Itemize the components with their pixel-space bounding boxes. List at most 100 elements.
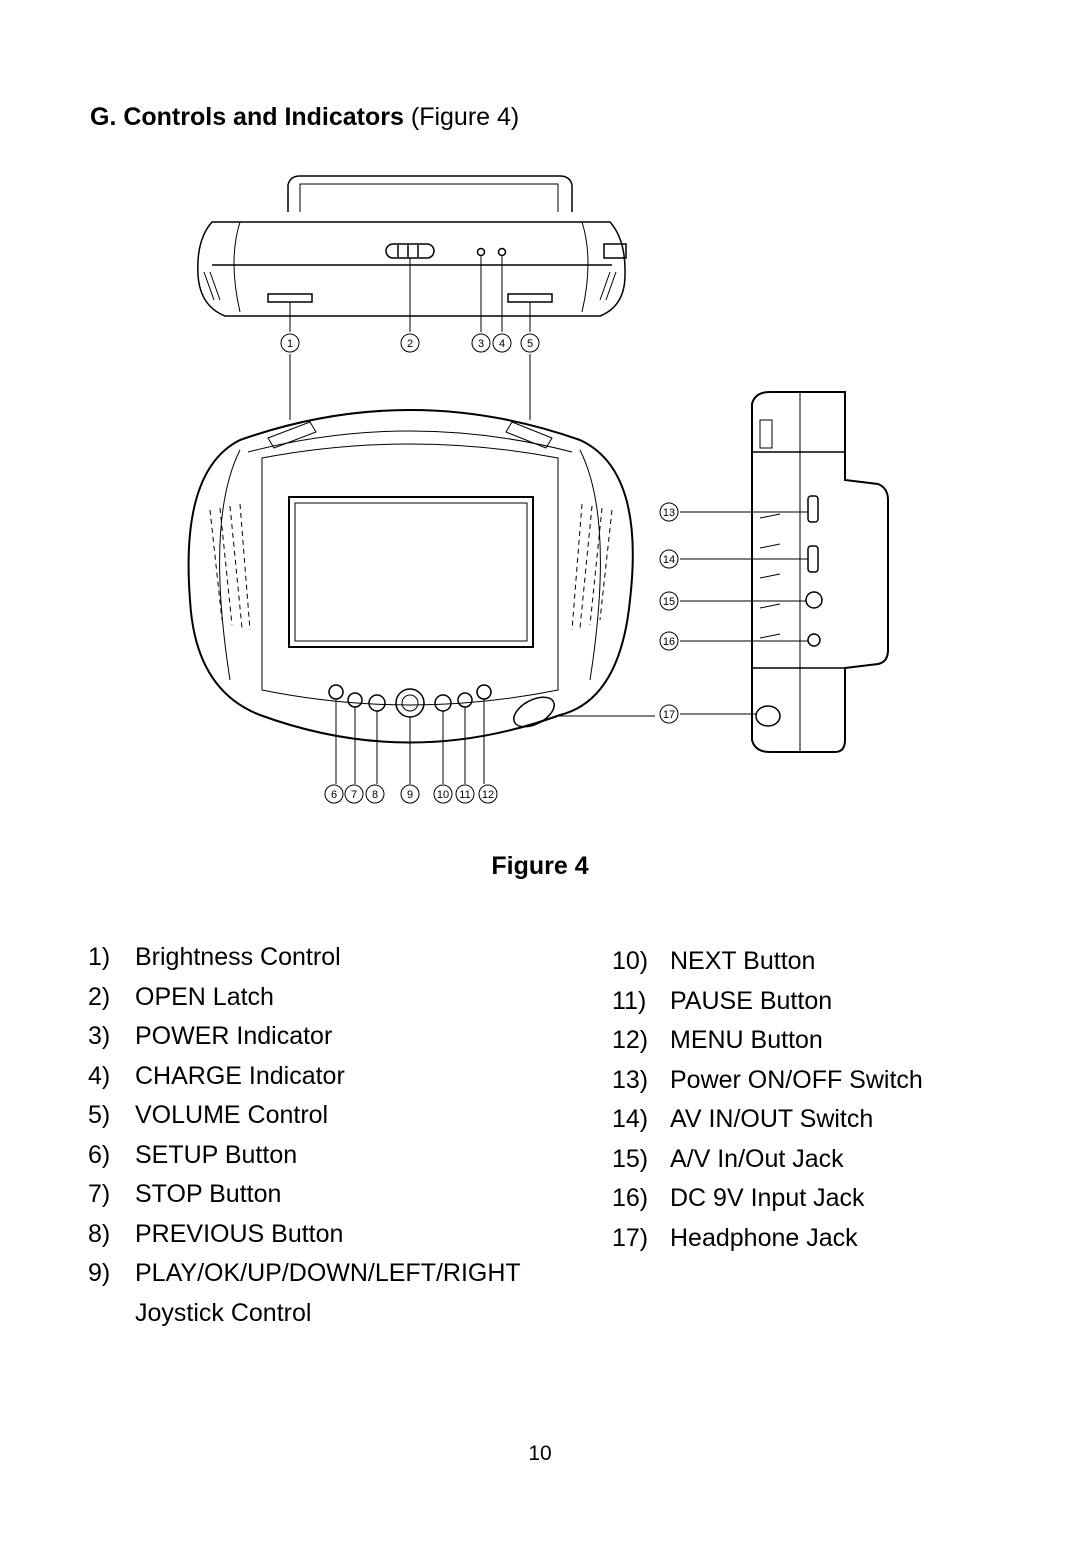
callout-circle (433, 784, 453, 804)
list-item: 6) SETUP Button (88, 1136, 521, 1176)
list-item-number: 4) (88, 1061, 111, 1090)
list-item: 1) Brightness Control (88, 938, 521, 978)
callout-circle (659, 502, 679, 522)
callout-number: 10 (437, 789, 449, 801)
list-item-number: 16) (612, 1184, 649, 1212)
list-item-label: POWER Indicator (135, 1022, 333, 1050)
callout-circle (365, 784, 385, 804)
list-item: 10) NEXT Button (612, 942, 923, 982)
page-number: 10 (528, 1442, 552, 1465)
list-item-number: 9) (88, 1259, 111, 1287)
top-callout-lines (289, 256, 531, 420)
list-item: 14) AV IN/OUT Switch (612, 1100, 923, 1140)
list-item-number: 17) (612, 1223, 649, 1252)
list-item-number: 15) (612, 1144, 649, 1173)
callout-number: 8 (372, 789, 378, 801)
controls-list-right: 10) NEXT Button 11) PAUSE Button 12) MENU But… (612, 942, 923, 1258)
callout-number: 4 (499, 338, 505, 350)
list-item: 7) STOP Button (88, 1175, 521, 1215)
list-item-label: DC 9V Input Jack (670, 1184, 865, 1212)
callout-number: 14 (663, 554, 675, 566)
callout-circle (400, 784, 420, 804)
list-item-continuation: Joystick Control (135, 1298, 312, 1327)
list-item-number: 1) (88, 943, 111, 971)
callout-circle (520, 333, 540, 353)
list-item-number: 8) (88, 1219, 111, 1248)
bottom-callout-lines (335, 699, 485, 784)
list-item-label: OPEN Latch (135, 982, 274, 1011)
callout-number: 13 (663, 507, 675, 519)
callout-circle (280, 333, 300, 353)
list-item-label: CHARGE Indicator (135, 1061, 345, 1090)
list-item-label: AV IN/OUT Switch (670, 1105, 874, 1133)
controls-list-left: 1) Brightness Control 2) OPEN Latch 3) POWER … (88, 938, 521, 1333)
top-view-illustration (197, 175, 627, 317)
list-item: 8) PREVIOUS Button (88, 1215, 521, 1255)
list-item: 9) PLAY/OK/UP/DOWN/LEFT/RIGHT (88, 1254, 521, 1294)
section-heading: G. Controls and Indicators (Figure 4) (90, 103, 519, 132)
list-item-number: 10) (612, 947, 649, 975)
callout-number: 16 (663, 636, 675, 648)
list-item-number: 11) (612, 986, 647, 1015)
callout-circle (455, 784, 475, 804)
callout-number: 3 (478, 338, 484, 350)
list-item-label: STOP Button (135, 1180, 282, 1208)
top-callouts: 1 2 3 4 5 (280, 333, 540, 353)
callout-circle (478, 784, 498, 804)
list-item-label: A/V In/Out Jack (670, 1144, 844, 1173)
list-item-label: MENU Button (670, 1026, 823, 1054)
list-item-label: PREVIOUS Button (135, 1219, 344, 1248)
list-item-number: 7) (88, 1180, 111, 1208)
list-item-label: PLAY/OK/UP/DOWN/LEFT/RIGHT (135, 1259, 521, 1287)
list-item: 12) MENU Button (612, 1021, 923, 1061)
callout-circle (471, 333, 491, 353)
callout-number: 15 (663, 596, 675, 608)
callout-circle (400, 333, 420, 353)
list-item-label: VOLUME Control (135, 1101, 329, 1129)
figure-caption: Figure 4 (491, 852, 589, 880)
callout-number: 7 (351, 789, 357, 801)
list-item-number: 13) (612, 1065, 649, 1094)
section-heading-bold: G. Controls and Indicators (90, 103, 404, 131)
side-callouts: 13 14 15 16 17 (659, 502, 679, 724)
callout-circle (659, 549, 679, 569)
list-item: 2) OPEN Latch (88, 978, 521, 1018)
callout-number: 17 (663, 709, 675, 721)
list-item-label: SETUP Button (135, 1140, 298, 1169)
list-item-label: NEXT Button (670, 947, 816, 975)
callout-number: 2 (407, 338, 413, 350)
callout-circle (344, 784, 364, 804)
callout-circle (492, 333, 512, 353)
callout-number: 12 (482, 789, 494, 801)
callout-circle (324, 784, 344, 804)
side-callout-lines (555, 511, 808, 717)
front-view-illustration (187, 409, 634, 744)
callout-number: 1 (287, 338, 293, 350)
list-item: 11) PAUSE Button (612, 982, 923, 1022)
list-item-number: 2) (88, 982, 111, 1011)
list-item: 17) Headphone Jack (612, 1219, 923, 1259)
callout-number: 11 (459, 789, 470, 801)
callout-number: 5 (527, 338, 533, 350)
list-item-label: PAUSE Button (670, 986, 833, 1015)
list-item: 4) CHARGE Indicator (88, 1057, 521, 1097)
list-item-label: Power ON/OFF Switch (670, 1065, 923, 1094)
list-item-number: 3) (88, 1022, 111, 1050)
bottom-callouts: 6 7 8 9 10 11 12 (324, 784, 498, 804)
list-item-number: 12) (612, 1026, 649, 1054)
side-view-illustration (751, 391, 889, 753)
list-item-label: Headphone Jack (670, 1223, 858, 1252)
list-item-number: 6) (88, 1140, 111, 1169)
list-item-label: Brightness Control (135, 943, 341, 971)
callout-circle (659, 631, 679, 651)
callout-number: 6 (331, 789, 337, 801)
list-item-number: 14) (612, 1105, 649, 1133)
callout-number: 9 (407, 789, 413, 801)
list-item: 13) Power ON/OFF Switch (612, 1061, 923, 1101)
list-item-number: 5) (88, 1101, 111, 1129)
section-heading-figure-ref: (Figure 4) (403, 103, 520, 131)
list-item: 3) POWER Indicator (88, 1017, 521, 1057)
callout-circle (659, 704, 679, 724)
list-item: 16) DC 9V Input Jack (612, 1179, 923, 1219)
